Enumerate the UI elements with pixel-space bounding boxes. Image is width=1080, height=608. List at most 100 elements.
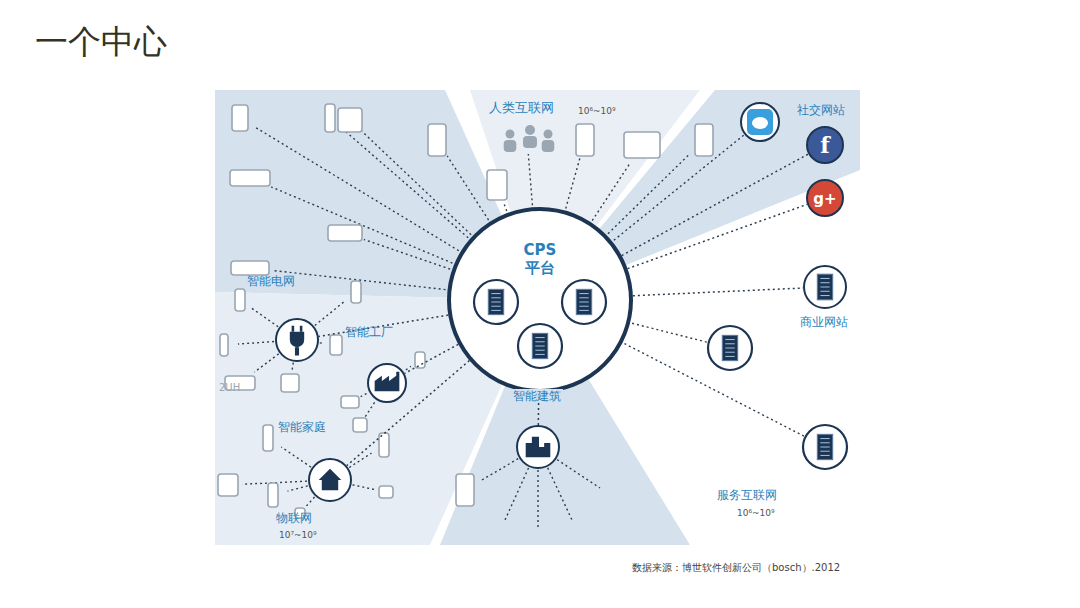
dotted-link <box>315 301 345 326</box>
server-slot <box>725 356 734 357</box>
dotted-link <box>281 447 311 467</box>
label-box: 物联网 <box>276 507 312 527</box>
server-slot <box>579 306 588 307</box>
server-slot <box>535 350 544 351</box>
device-icon <box>487 170 507 200</box>
dotted-link <box>406 366 411 370</box>
label-box: 人类互联网 <box>489 97 554 117</box>
server-icon <box>532 333 547 358</box>
platform-circle: CPS 平台 <box>447 207 633 393</box>
dotted-link <box>614 135 744 240</box>
node-label: 智能建筑 <box>511 389 563 403</box>
server-slot <box>820 286 829 287</box>
server-slot <box>535 354 544 355</box>
device-icon <box>281 374 299 392</box>
person-icon <box>525 125 535 135</box>
region-label: 10⁶~10⁹ <box>737 508 775 518</box>
device-icon <box>268 483 278 507</box>
dotted-link <box>592 163 630 221</box>
dotted-link <box>624 344 804 437</box>
platform-name: CPS 平台 <box>517 241 563 277</box>
person-icon <box>523 136 537 148</box>
device-icon <box>576 124 594 156</box>
plug-pin <box>293 326 301 332</box>
server-slot <box>820 455 829 456</box>
server-slot <box>820 451 829 452</box>
region-label: 10⁶~10⁹ <box>578 106 616 116</box>
frame <box>215 90 860 545</box>
device-icon <box>338 108 362 132</box>
twitter-logo <box>747 109 773 135</box>
server-slot <box>491 297 500 298</box>
region-label: 2UH <box>219 382 240 393</box>
dotted-link <box>292 363 293 371</box>
server-slot <box>579 310 588 311</box>
dotted-link <box>505 468 529 520</box>
title-box: 一个中心 <box>35 20 167 65</box>
region-label: 物联网 <box>276 511 312 525</box>
dotted-link <box>349 453 371 467</box>
node-label: 智能电网 <box>247 274 295 288</box>
device-icon <box>351 281 361 303</box>
building-icon <box>526 437 551 458</box>
server-circle <box>474 280 518 324</box>
node-icon <box>277 320 317 360</box>
server-slot <box>725 352 734 353</box>
node-icon <box>451 211 629 389</box>
dotted-link <box>528 154 532 205</box>
device-icon <box>330 335 342 355</box>
label-box: 10⁶~10⁹ <box>578 99 616 118</box>
dotted-link <box>557 460 600 488</box>
server-icon <box>576 289 591 314</box>
dotted-link <box>361 394 367 397</box>
region-label: 服务互联网 <box>717 488 777 502</box>
label-box: 10⁷~10⁹ <box>279 523 317 542</box>
device-icon <box>220 334 228 356</box>
region-label: 社交网站 <box>797 103 845 117</box>
server-slot <box>820 291 829 292</box>
server-slot <box>725 348 734 349</box>
dotted-connector <box>628 204 808 268</box>
dotted-link <box>364 239 450 269</box>
title: 一个中心 <box>35 22 167 61</box>
label-box: 10⁶~10⁹ <box>737 501 775 520</box>
node-icon <box>805 267 845 307</box>
device-icon <box>218 474 238 496</box>
device-icon <box>232 105 248 131</box>
server-slot <box>820 278 829 279</box>
hub-circle: 智能工厂 <box>367 363 407 403</box>
node-label: 商业网站 <box>800 315 848 329</box>
label-box: 社交网站 <box>797 99 845 119</box>
factory-icon <box>375 372 400 392</box>
dotted-link <box>608 153 690 233</box>
node-label: g+ <box>813 190 836 208</box>
dotted-link <box>251 308 278 327</box>
node-icon <box>310 460 350 500</box>
dotted-link <box>271 187 452 263</box>
dotted-link <box>361 130 471 234</box>
region-label: 人类互联网 <box>489 100 554 115</box>
device-icon <box>353 418 367 432</box>
device-icon <box>415 352 425 368</box>
dotted-link <box>352 485 376 490</box>
server-icon <box>488 289 503 314</box>
server-slot <box>820 442 829 443</box>
house-icon <box>319 469 342 491</box>
server-slot <box>579 297 588 298</box>
server-slot <box>491 302 500 303</box>
server-slot <box>820 282 829 283</box>
caption: 数据来源：博世软件创新公司（bosch）.2012 <box>632 562 840 573</box>
server-slot <box>491 306 500 307</box>
server-slot <box>579 302 588 303</box>
dotted-link <box>288 486 308 491</box>
hub-circle: f <box>806 126 844 164</box>
dotted-connector <box>633 288 803 296</box>
server-slot <box>535 337 544 338</box>
device-icon <box>263 425 273 451</box>
dotted-connector <box>405 344 459 373</box>
server-slot <box>820 295 829 296</box>
node-label: 智能工厂 <box>345 325 393 339</box>
dotted-link <box>632 323 708 342</box>
dotted-link <box>365 402 374 416</box>
server-circle <box>562 280 606 324</box>
